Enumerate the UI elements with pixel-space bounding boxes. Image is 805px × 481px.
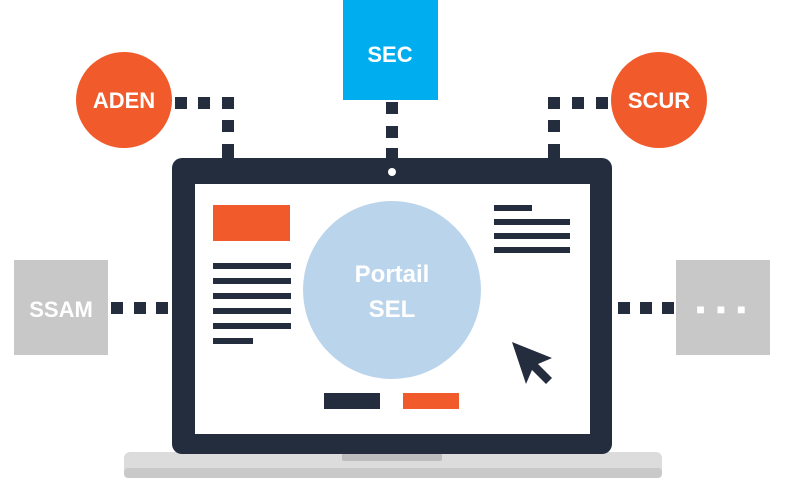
- node-aden-label: ADEN: [93, 88, 155, 113]
- node-scur[interactable]: SCUR: [611, 52, 707, 148]
- screen-text-lines-right: [494, 205, 570, 253]
- node-sec-label: SEC: [367, 42, 412, 67]
- cursor-arrow-icon: [512, 342, 552, 384]
- screen-dark-button[interactable]: [324, 393, 380, 409]
- portal-title-line2: SEL: [369, 296, 416, 323]
- screen-orange-button[interactable]: [403, 393, 459, 409]
- node-aden[interactable]: ADEN: [76, 52, 172, 148]
- laptop-base: [124, 452, 662, 478]
- node-ssam-label: SSAM: [29, 297, 93, 322]
- portal-title-line1: Portail: [355, 261, 430, 288]
- webcam-icon: [388, 168, 396, 176]
- node-sec[interactable]: SEC: [343, 0, 438, 100]
- portal-circle: [303, 201, 481, 379]
- node-ssam[interactable]: SSAM: [14, 260, 108, 355]
- node-more[interactable]: ■ ■ ■: [676, 260, 770, 355]
- screen-orange-block: [213, 205, 290, 241]
- node-more-label: ■ ■ ■: [696, 301, 749, 317]
- screen-text-lines-left: [213, 263, 291, 344]
- node-scur-label: SCUR: [628, 88, 690, 113]
- connectors: [111, 97, 674, 314]
